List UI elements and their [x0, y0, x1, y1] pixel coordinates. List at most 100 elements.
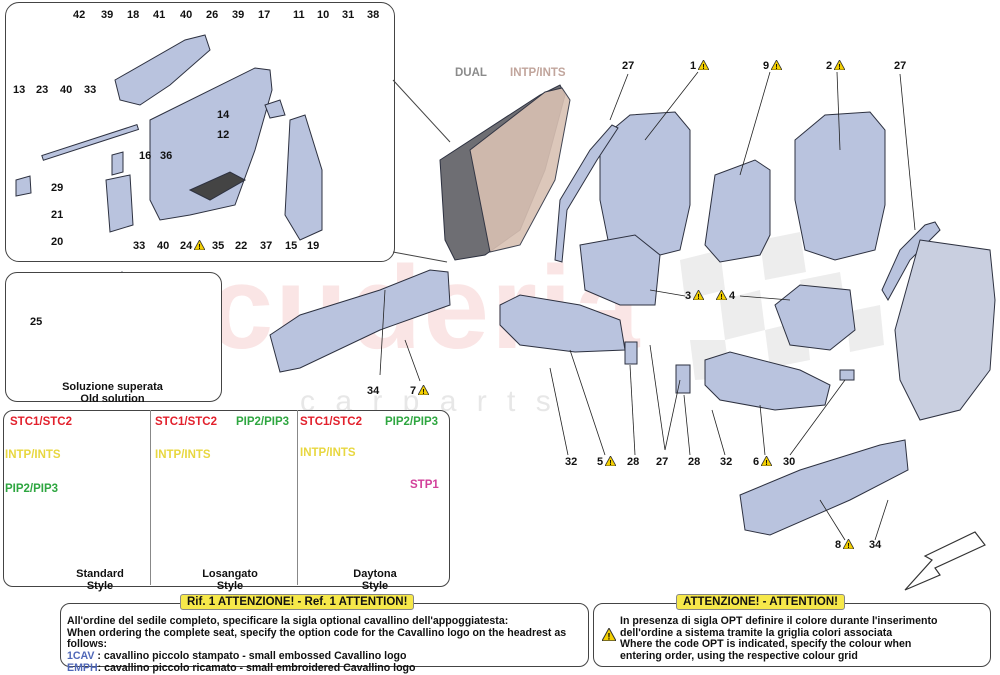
- losangato-title-line1: Losangato: [202, 568, 258, 580]
- callout-21: 21: [51, 209, 64, 221]
- daytona-intp-label: INTP/INTS: [300, 447, 356, 459]
- note-left-header: Rif. 1 ATTENZIONE! - Ref. 1 ATTENTION!: [180, 594, 415, 610]
- zoom-connector-line: [392, 251, 448, 263]
- note-right-line1: In presenza di sigla OPT definire il col…: [620, 615, 938, 627]
- callout-19: 19: [307, 240, 320, 252]
- warning-icon: !: [761, 456, 773, 466]
- callout-36: 36: [160, 150, 173, 162]
- callout-38: 38: [367, 9, 380, 21]
- losangato-intp-label: INTP/INTS: [155, 449, 211, 461]
- sill-trim-part: [269, 269, 451, 373]
- callout-35: 35: [212, 240, 225, 252]
- callout-17: 17: [258, 9, 271, 21]
- dual-label: DUAL: [455, 67, 487, 79]
- callout-11: 11: [293, 9, 305, 21]
- svg-text:!: !: [609, 460, 611, 466]
- note-right-header: ATTENZIONE! - ATTENTION!: [676, 594, 846, 610]
- standard-title-line2: Style: [86, 580, 114, 592]
- side-bracket-part: [284, 114, 323, 241]
- colour-note-panel: ! In presenza di sigla OPT definire il c…: [593, 603, 991, 667]
- warning-icon: !: [698, 60, 710, 70]
- standard-pip-label: PIP2/PIP3: [5, 483, 59, 495]
- daytona-title-line2: Style: [361, 580, 389, 592]
- callout-41: 41: [153, 9, 166, 21]
- warning-icon: !: [716, 290, 727, 300]
- losangato-pip-label: PIP2/PIP3: [236, 416, 290, 428]
- old-solution-line2: Old solution: [80, 393, 145, 405]
- warning-icon: !: [194, 240, 206, 250]
- intp-ints-label: INTP/INTS: [510, 67, 566, 79]
- callout-14: 14: [217, 109, 230, 121]
- small-pad-part: [111, 151, 124, 176]
- left-seat-backrest-part: [599, 111, 691, 261]
- daytona-pip-label: PIP2/PIP3: [385, 416, 439, 428]
- warning-icon: !: [693, 290, 705, 300]
- callout-27a: 27: [622, 60, 635, 72]
- seatbelt-left-part: [554, 124, 619, 263]
- callout-40b: 40: [60, 84, 73, 96]
- callout-37: 37: [260, 240, 273, 252]
- callout-20: 20: [51, 236, 64, 248]
- old-solution-caption: Soluzione superata Old solution: [5, 381, 220, 405]
- callout-16: 16: [139, 150, 152, 162]
- note-right-line3: Where the code OPT is indicated, specify…: [620, 638, 912, 651]
- callout-27c: 27: [656, 456, 669, 468]
- callout-28b: 28: [688, 456, 701, 468]
- rear-sill-trim-part: [739, 439, 909, 536]
- callout-30: 30: [783, 456, 796, 468]
- standard-intp-label: INTP/INTS: [5, 449, 61, 461]
- callout-13: 13: [13, 84, 26, 96]
- note-left-line1: All'ordine del sedile completo, specific…: [67, 615, 509, 627]
- callout-32b: 32: [720, 456, 733, 468]
- callout-26: 26: [206, 9, 219, 21]
- storage-pocket-part: [188, 171, 247, 201]
- losangato-title-line2: Style: [216, 580, 244, 592]
- daytona-title-line1: Daytona: [353, 568, 397, 580]
- daytona-stc-label: STC1/STC2: [300, 416, 362, 428]
- callout-39: 39: [101, 9, 114, 21]
- daytona-stp-label: STP1: [410, 479, 439, 491]
- svg-text:!: !: [720, 294, 722, 300]
- callout-15: 15: [285, 240, 298, 252]
- note-left-line3-text: : cavallino piccolo stampato - small emb…: [94, 650, 407, 663]
- rod-part: [41, 124, 140, 161]
- code-1cav: 1CAV: [67, 650, 95, 663]
- handle-part: [15, 175, 32, 197]
- callout-39b: 39: [232, 9, 245, 21]
- losangato-stc-label: STC1/STC2: [155, 416, 217, 428]
- daytona-style-title: Daytona Style: [325, 568, 425, 592]
- style-divider: [150, 410, 151, 585]
- callout-32a: 32: [565, 456, 578, 468]
- callout-31: 31: [342, 9, 355, 21]
- svg-text:!: !: [702, 64, 704, 70]
- callout-5: 5!: [597, 456, 617, 468]
- note-left-line4: EMPH: cavallino piccolo ricamato - small…: [67, 662, 588, 675]
- warning-icon: !: [605, 456, 617, 466]
- callout-6: 6!: [753, 456, 773, 468]
- losangato-style-title: Losangato Style: [180, 568, 280, 592]
- style-divider: [297, 410, 298, 585]
- small-cap-part: [839, 369, 855, 381]
- svg-text:!: !: [838, 64, 840, 70]
- right-seat-base-part: [704, 351, 831, 411]
- upper-trim-panel-part: [114, 34, 211, 106]
- callout-9: 9!: [763, 60, 783, 72]
- seat-styles-panel: [3, 410, 450, 587]
- callout-22: 22: [235, 240, 248, 252]
- zoom-connector-line: [392, 79, 451, 143]
- standard-style-title: Standard Style: [50, 568, 150, 592]
- note-right-line4: entering order, using the respective col…: [620, 650, 858, 663]
- old-solution-line1: Soluzione superata: [62, 381, 163, 393]
- warning-icon: !: [418, 385, 430, 395]
- old-solution-panel: [5, 272, 222, 402]
- svg-text:!: !: [847, 543, 849, 549]
- callout-24: 24!: [180, 240, 206, 252]
- callout-33b: 33: [133, 240, 146, 252]
- warning-icon: !: [771, 60, 783, 70]
- svg-text:!: !: [765, 460, 767, 466]
- svg-text:!: !: [775, 64, 777, 70]
- callout-2: 2!: [826, 60, 846, 72]
- note-left-line2: When ordering the complete seat, specify…: [67, 626, 567, 651]
- callout-42: 42: [73, 9, 86, 21]
- callout-23: 23: [36, 84, 49, 96]
